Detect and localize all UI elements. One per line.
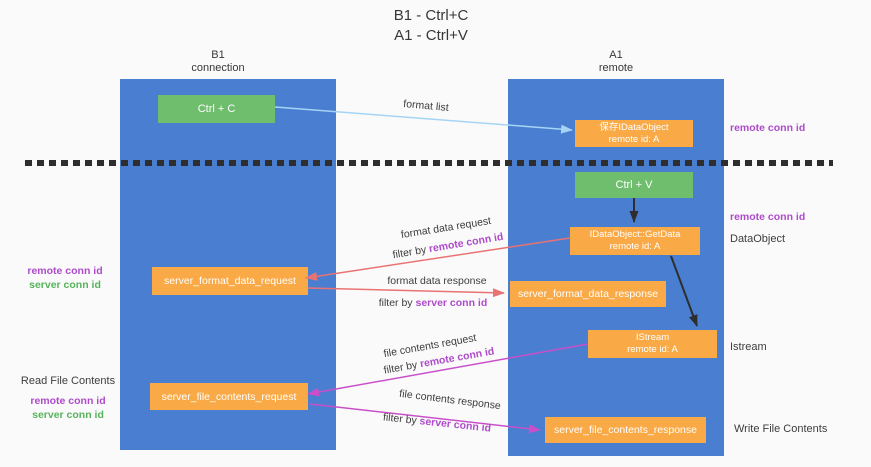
server-file-contents-request-box: server_file_contents_request [150, 383, 308, 410]
filter-by-server-conn-id-label-2: filter by server conn id [357, 409, 517, 438]
istream-box: IStream remote id: A [588, 330, 717, 358]
write-file-contents-label: Write File Contents [734, 423, 828, 435]
server-format-data-response-label: server_format_data_response [517, 288, 659, 300]
ctrl-v-box: Ctrl + V [575, 172, 693, 198]
left-conn-id-labels: remote conn id server conn id [10, 264, 120, 292]
filter-by-server-conn-id-label-1: filter by server conn id [353, 297, 513, 309]
server-format-data-request-label: server_format_data_request [164, 275, 296, 287]
column-header-b1: B1 connection [143, 49, 293, 75]
filter-by-text: filter by [382, 358, 422, 377]
format-data-response-label: format data response [387, 275, 487, 287]
diagram-title: B1 - Ctrl+C A1 - Ctrl+V [331, 6, 531, 46]
column-a1-name: A1 [609, 49, 623, 61]
format-data-response-arrow [307, 287, 505, 298]
column-b1-role: connection [191, 62, 245, 74]
save-idataobject-box: 保存IDataObject remote id: A [575, 120, 693, 147]
remote-conn-id-mid-label: remote conn id [730, 211, 806, 223]
filter-by-text: filter by [378, 297, 416, 309]
save-idataobject-line2: remote id: A [608, 133, 660, 145]
format-list-label: format list [402, 98, 450, 114]
ctrl-c-label: Ctrl + C [197, 103, 236, 115]
server-file-contents-request-label: server_file_contents_request [161, 390, 297, 403]
left-server-conn-id-label: server conn id [29, 279, 101, 291]
read-file-contents-block: Read File Contents remote conn id server… [12, 374, 124, 422]
server-format-data-response-box: server_format_data_response [510, 281, 666, 307]
column-a1-role: remote [598, 62, 634, 74]
read-file-contents-label: Read File Contents [20, 375, 116, 387]
idataobject-getdata-box: IDataObject::GetData remote id: A [570, 227, 700, 255]
server-format-data-request-box: server_format_data_request [152, 267, 308, 295]
server-conn-id-text: server conn id [418, 415, 492, 435]
server-conn-id-text: server conn id [415, 297, 488, 309]
save-idataobject-line1: 保存IDataObject [599, 121, 669, 133]
getdata-line1: IDataObject::GetData [589, 229, 681, 240]
filter-by-text: filter by [391, 243, 431, 262]
ctrl-c-box: Ctrl + C [158, 95, 275, 123]
column-header-a1: A1 remote [541, 49, 691, 75]
title-line-2: A1 - Ctrl+V [394, 27, 468, 44]
file-contents-response-label: file contents response [398, 387, 502, 413]
left-remote-conn-id-label: remote conn id [27, 265, 103, 277]
read-server-conn-id-label: server conn id [32, 409, 104, 421]
dataobject-label: DataObject [730, 233, 786, 245]
server-file-contents-response-box: server_file_contents_response [545, 417, 706, 443]
read-remote-conn-id-label: remote conn id [30, 395, 106, 407]
istream-side-label: Istream [730, 341, 767, 353]
column-b1-name: B1 [211, 49, 225, 61]
title-line-1: B1 - Ctrl+C [393, 7, 469, 24]
server-file-contents-response-label: server_file_contents_response [553, 424, 697, 436]
getdata-line2: remote id: A [609, 241, 661, 252]
istream-line2: remote id: A [627, 344, 678, 355]
filter-by-text: filter by [382, 411, 421, 428]
ctrl-v-label: Ctrl + V [615, 179, 653, 191]
remote-conn-id-top-label: remote conn id [730, 122, 806, 134]
istream-line1: IStream [635, 332, 670, 343]
